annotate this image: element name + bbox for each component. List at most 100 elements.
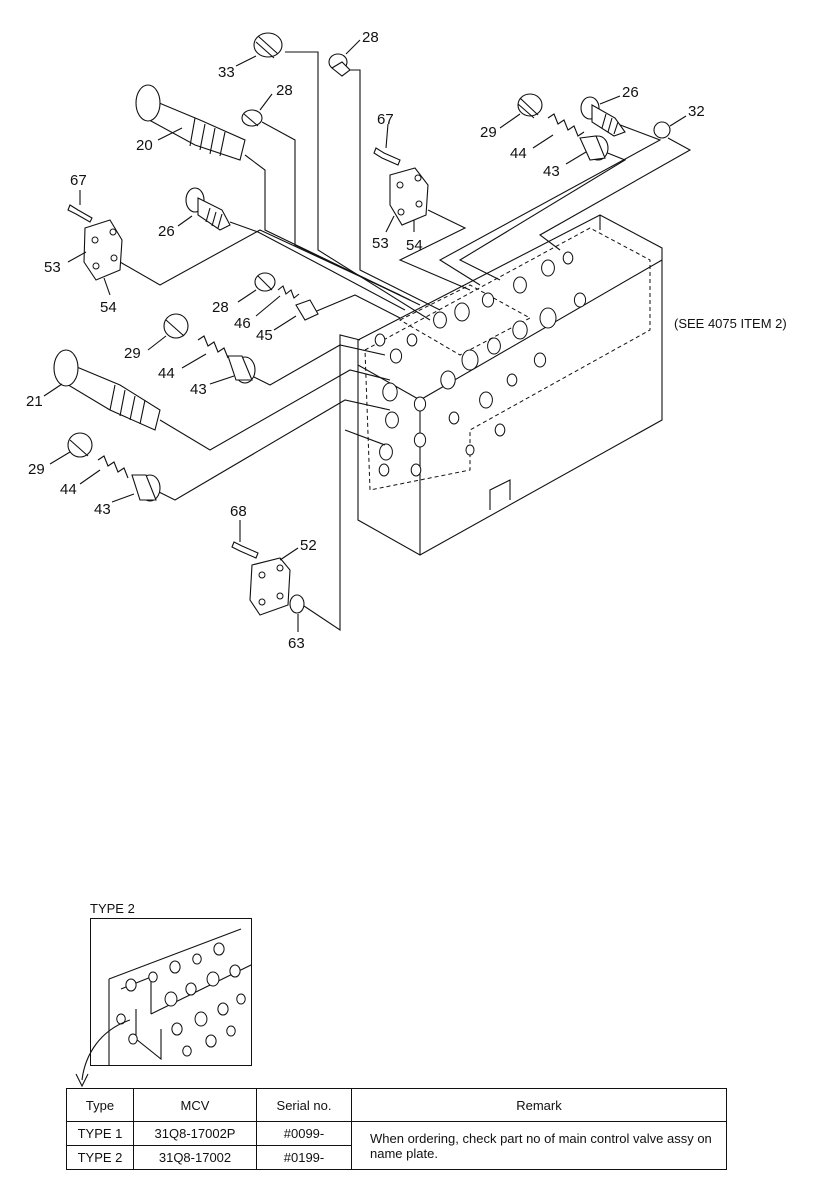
- callout-63: 63: [288, 635, 305, 652]
- cell-serial: #0199-: [256, 1145, 352, 1170]
- cover-53-54-left: [83, 219, 123, 281]
- plug-28-top: [328, 53, 351, 77]
- port-hole: [573, 292, 587, 308]
- callout-54: 54: [406, 237, 423, 254]
- cell-mcv: 31Q8-17002P: [133, 1121, 257, 1146]
- callout-20: 20: [136, 137, 153, 154]
- table-row: TYPE 2 31Q8-17002 #0199-: [66, 1145, 727, 1170]
- callout-29: 29: [28, 461, 45, 478]
- callout-28: 28: [362, 29, 379, 46]
- port-hole: [433, 311, 447, 329]
- callout-67: 67: [70, 172, 87, 189]
- type2-label: TYPE 2: [90, 901, 135, 916]
- callout-28: 28: [276, 82, 293, 99]
- table-row: TYPE 1 31Q8-17002P #0099- When ordering,…: [66, 1121, 727, 1170]
- callout-26: 26: [158, 223, 175, 240]
- port-hole: [226, 1025, 236, 1037]
- callout-29: 29: [124, 345, 141, 362]
- bolt-67-left: [67, 204, 93, 223]
- spool-21: [53, 349, 161, 431]
- callout-53: 53: [44, 259, 61, 276]
- port-hole: [448, 411, 460, 425]
- cover-53-54-right: [389, 167, 429, 226]
- reference-note: (SEE 4075 ITEM 2): [674, 316, 787, 331]
- callout-68: 68: [230, 503, 247, 520]
- callout-46: 46: [234, 315, 251, 332]
- plug-28-mid: [241, 109, 263, 127]
- port-hole: [481, 292, 495, 308]
- callout-43: 43: [190, 381, 207, 398]
- poppet-43-mid: [227, 355, 256, 384]
- callout-43: 43: [94, 501, 111, 518]
- port-hole: [148, 971, 158, 983]
- port-hole: [465, 444, 475, 456]
- port-hole: [533, 352, 547, 368]
- port-hole: [541, 259, 555, 277]
- port-hole: [164, 991, 178, 1007]
- port-hole: [182, 1045, 192, 1057]
- port-hole: [378, 463, 390, 477]
- callout-33: 33: [218, 64, 235, 81]
- port-hole: [389, 348, 403, 364]
- port-hole: [512, 320, 528, 340]
- port-hole: [205, 1034, 217, 1048]
- poppet-43-top: [579, 135, 609, 161]
- port-hole: [506, 373, 518, 387]
- spring-46: [277, 285, 300, 299]
- port-hole: [236, 993, 246, 1005]
- port-hole: [169, 960, 181, 974]
- plug-29-top: [517, 93, 543, 119]
- port-hole: [185, 982, 197, 996]
- port-hole: [440, 370, 456, 390]
- port-hole: [374, 333, 386, 347]
- detail-pointer-arrow: [75, 1019, 131, 1088]
- port-hole: [413, 396, 427, 412]
- callout-leaders: [43, 39, 687, 632]
- spool-20: [135, 84, 246, 161]
- port-hole: [487, 337, 501, 355]
- col-mcv: MCV: [133, 1088, 257, 1122]
- bolt-67-right: [373, 147, 401, 166]
- col-remark: Remark: [351, 1088, 727, 1122]
- type2-detail-drawing: [108, 928, 251, 1065]
- callout-44: 44: [60, 481, 77, 498]
- cap-26-top: [580, 96, 626, 137]
- spring-44-mid: [197, 335, 229, 359]
- cell-serial: #0099-: [256, 1121, 352, 1146]
- callout-43: 43: [543, 163, 560, 180]
- port-hole: [192, 953, 202, 965]
- poppet-45: [295, 299, 319, 321]
- main-control-valve-body: [357, 214, 663, 556]
- type-table: Type MCV Serial no. Remark TYPE 1 31Q8-1…: [66, 1088, 727, 1170]
- callout-26: 26: [622, 84, 639, 101]
- plug-28-lower: [254, 272, 276, 292]
- cell-type: TYPE 1: [66, 1121, 134, 1146]
- table-header-row: Type MCV Serial no. Remark: [66, 1088, 727, 1122]
- port-hole: [125, 978, 137, 992]
- port-hole: [410, 463, 422, 477]
- callout-67: 67: [377, 111, 394, 128]
- port-hole: [461, 349, 479, 371]
- port-hole: [513, 276, 527, 294]
- col-serial: Serial no.: [256, 1088, 352, 1122]
- cover-52: [249, 557, 291, 616]
- port-hole: [385, 411, 399, 429]
- callout-44: 44: [510, 145, 527, 162]
- poppet-43-lower: [131, 474, 161, 502]
- port-hole: [217, 1002, 229, 1016]
- cell-type: TYPE 2: [66, 1145, 134, 1170]
- callout-54: 54: [100, 299, 117, 316]
- port-hole: [379, 443, 393, 461]
- port-hole: [406, 333, 418, 347]
- port-hole: [454, 302, 470, 322]
- port-hole: [213, 942, 225, 956]
- spring-44-top: [547, 113, 585, 137]
- callout-52: 52: [300, 537, 317, 554]
- port-hole: [229, 964, 241, 978]
- cell-remark: When ordering, check part no of main con…: [351, 1121, 727, 1170]
- port-hole: [413, 432, 427, 448]
- bolt-68: [231, 541, 259, 559]
- callout-44: 44: [158, 365, 175, 382]
- callout-29: 29: [480, 124, 497, 141]
